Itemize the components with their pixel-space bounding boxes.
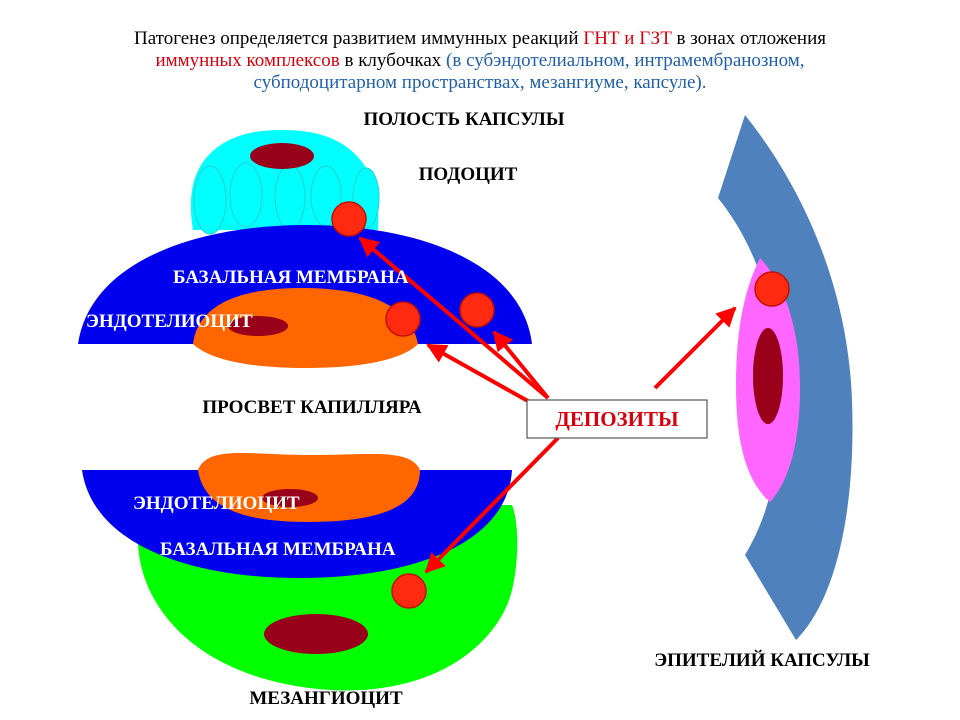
header-line-2: иммунных комплексов в клубочках (в субэн… bbox=[0, 50, 960, 72]
header-locations-1: (в субэндотелиальном, интрамембранозном, bbox=[446, 50, 805, 71]
arrow-to-subendothelial bbox=[426, 343, 536, 407]
deposit-capsule bbox=[754, 271, 790, 307]
basal-membrane-lower-label: БАЗАЛЬНАЯ МЕМБРАНА bbox=[160, 539, 396, 560]
header-line-1-end: в зонах отложения bbox=[671, 28, 826, 49]
header-in-glomeruli: в клубочках bbox=[339, 50, 447, 71]
header-line-3: субподоцитарном пространствах, мезангиум… bbox=[0, 72, 960, 94]
deposit-subendothelial bbox=[385, 301, 421, 337]
podocyte-label: ПОДОЦИТ bbox=[419, 164, 518, 185]
header-reactions: ГНТ и ГЗТ bbox=[583, 28, 672, 49]
header-line-1-text: Патогенез определяется развитием иммунны… bbox=[133, 28, 584, 49]
endothelium-upper-label: ЭНДОТЕЛИОЦИТ bbox=[86, 311, 253, 332]
arrow-to-mesangial bbox=[424, 436, 560, 574]
deposit-intramembranous bbox=[459, 292, 495, 328]
mesangiocyte-nucleus bbox=[264, 614, 368, 654]
capsule-epithelium-label: ЭПИТЕЛИЙ КАПСУЛЫ bbox=[654, 649, 870, 671]
capillary-lumen-label: ПРОСВЕТ КАПИЛЛЯРА bbox=[202, 397, 422, 418]
endothelium-upper-nucleus bbox=[228, 316, 288, 336]
deposits-box bbox=[526, 399, 708, 439]
basal-membrane-upper-label: БАЗАЛЬНАЯ МЕМБРАНА bbox=[173, 267, 409, 288]
podocyte bbox=[190, 130, 380, 235]
header-immune-complexes: иммунных комплексов bbox=[155, 50, 340, 71]
podocyte-nucleus bbox=[250, 143, 314, 169]
podocyte-foot-processes bbox=[193, 162, 380, 235]
capsule-cell-nucleus bbox=[753, 328, 783, 424]
mesangiocyte-label: МЕЗАНГИОЦИТ bbox=[249, 688, 403, 709]
capsule-cavity-label: ПОЛОСТЬ КАПСУЛЫ bbox=[363, 109, 564, 130]
arrow-to-intramembranous bbox=[492, 330, 550, 400]
deposit-mesangial bbox=[391, 573, 427, 609]
deposit-arrows bbox=[358, 236, 737, 574]
arrow-to-capsule bbox=[653, 306, 737, 390]
header-locations-2: субподоцитарном пространствах, мезангиум… bbox=[253, 72, 707, 93]
deposit-subpodocyte bbox=[331, 201, 367, 237]
endothelium-lower-nucleus bbox=[262, 489, 318, 507]
endothelium-lower bbox=[198, 453, 420, 522]
arrow-to-subpodocyte bbox=[358, 236, 550, 400]
header-text: Патогенез определяется развитием иммунны… bbox=[0, 28, 960, 94]
endothelium-upper bbox=[193, 288, 418, 368]
endothelium-lower-label: ЭНДОТЕЛИОЦИТ bbox=[133, 493, 300, 514]
header-line-1: Патогенез определяется развитием иммунны… bbox=[0, 28, 960, 50]
deposits-label: ДЕПОЗИТЫ bbox=[555, 407, 679, 431]
